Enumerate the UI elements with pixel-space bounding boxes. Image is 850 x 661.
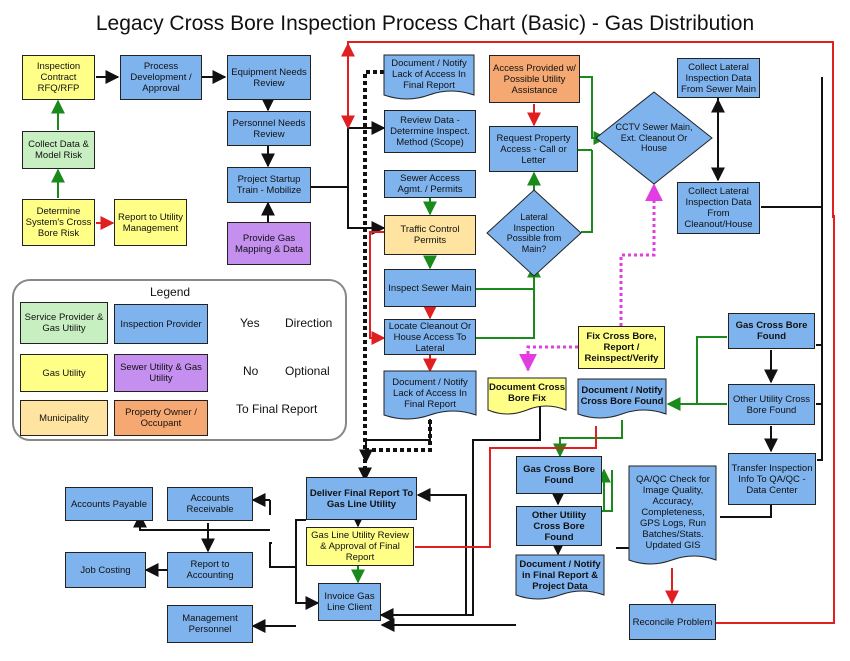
legend-final-report-label: To Final Report <box>236 402 318 416</box>
node-inspection-contract: Inspection Contract RFQ/RFP <box>22 55 95 100</box>
node-report-utility-mgmt: Report to Utility Management <box>114 199 187 246</box>
doc-shape-document-fix <box>487 377 567 415</box>
node-report-accounting: Report to Accounting <box>167 552 253 588</box>
legend-no-label: No <box>243 364 259 378</box>
lateral-decision-diamond <box>486 189 582 277</box>
node-qaqc: QA/QC Check for Image Quality, Accuracy,… <box>636 473 710 551</box>
node-other-utility-mid: Other Utility Cross Bore Found <box>516 506 602 546</box>
node-process-development: Process Development / Approval <box>120 55 202 100</box>
node-provide-gas-mapping: Provide Gas Mapping & Data <box>227 222 311 265</box>
node-project-startup: Project Startup Train - Mobilize <box>227 167 311 203</box>
node-personnel-needs: Personnel Needs Review <box>227 111 311 146</box>
node-doc-lack-access-mid: Document / Notify Lack of Access In Fina… <box>392 376 468 410</box>
node-doc-notify-found: Document / Notify Cross Bore Found <box>580 385 664 407</box>
legend-gas-utility: Gas Utility <box>20 354 108 392</box>
node-gas-cross-bore-found-mid: Gas Cross Bore Found <box>516 456 602 494</box>
node-doc-final-project: Document / Notify in Final Report & Proj… <box>519 558 601 592</box>
node-accounts-receivable: Accounts Receivable <box>167 487 253 521</box>
node-deliver-final-report: Deliver Final Report To Gas Line Utility <box>306 477 417 520</box>
node-access-provided: Access Provided w/ Possible Utility Assi… <box>489 55 580 103</box>
doc-shape-lack-access-mid <box>383 370 477 420</box>
node-management-personnel: Management Personnel <box>167 605 253 643</box>
node-sewer-access: Sewer Access Agmt. / Permits <box>384 170 476 198</box>
node-other-utility-right: Other Utility Cross Bore Found <box>728 384 815 425</box>
legend-direction-label: Direction <box>285 316 333 330</box>
node-determine-risk: Determine System's Cross Bore Risk <box>22 199 95 246</box>
legend-optional-label: Optional <box>285 364 330 378</box>
node-cctv-decision: CCTV Sewer Main, Ext. Cleanout Or House <box>615 122 693 154</box>
page-title: Legacy Cross Bore Inspection Process Cha… <box>95 12 755 35</box>
node-request-property: Request Property Access - Call or Letter <box>489 126 578 172</box>
legend-property-owner: Property Owner / Occupant <box>114 400 208 436</box>
node-collect-lateral-cleanout: Collect Lateral Inspection Data From Cle… <box>677 182 760 234</box>
node-doc-lack-access-top: Document / Notify Lack of Access In Fina… <box>391 57 467 91</box>
node-equipment-needs: Equipment Needs Review <box>227 55 311 100</box>
node-job-costing: Job Costing <box>65 552 146 588</box>
node-collect-data-model: Collect Data & Model Risk <box>22 131 95 169</box>
legend-yes-label: Yes <box>240 316 260 330</box>
legend-service-provider: Service Provider & Gas Utility <box>20 302 108 344</box>
doc-shape-lack-access-top <box>383 54 475 100</box>
node-fix-cross-bore: Fix Cross Bore, Report / Reinspect/Verif… <box>578 326 665 369</box>
legend-sewer-gas-utility: Sewer Utility & Gas Utility <box>114 354 208 392</box>
node-review-data: Review Data - Determine Inspect. Method … <box>384 110 476 153</box>
legend-title: Legend <box>150 285 191 299</box>
node-gas-cross-bore-found-right: Gas Cross Bore Found <box>728 313 815 349</box>
node-traffic-control: Traffic Control Permits <box>384 215 476 255</box>
doc-shape-qaqc <box>628 465 717 565</box>
node-locate-cleanout: Locate Cleanout Or House Access To Later… <box>384 319 476 355</box>
node-gas-line-review: Gas Line Utility Review & Approval of Fi… <box>306 527 414 566</box>
node-lateral-decision: Lateral Inspection Possible from Main? <box>506 212 562 254</box>
legend-inspection-provider: Inspection Provider <box>114 304 208 344</box>
node-accounts-payable: Accounts Payable <box>65 487 153 521</box>
node-transfer-inspection: Transfer Inspection Info To QA/QC - Data… <box>728 453 816 505</box>
node-reconcile-problem: Reconcile Problem <box>629 604 716 640</box>
node-invoice-client: Invoice Gas Line Client <box>318 583 381 621</box>
doc-shape-notify-found <box>577 378 667 419</box>
cctv-decision-diamond <box>595 91 713 185</box>
doc-shape-final-project <box>515 554 605 600</box>
node-inspect-sewer: Inspect Sewer Main <box>384 269 476 307</box>
legend-municipality: Municipality <box>20 400 108 436</box>
node-document-fix: Document Cross Bore Fix <box>488 382 565 404</box>
node-collect-lateral-main: Collect Lateral Inspection Data From Sew… <box>677 58 760 98</box>
